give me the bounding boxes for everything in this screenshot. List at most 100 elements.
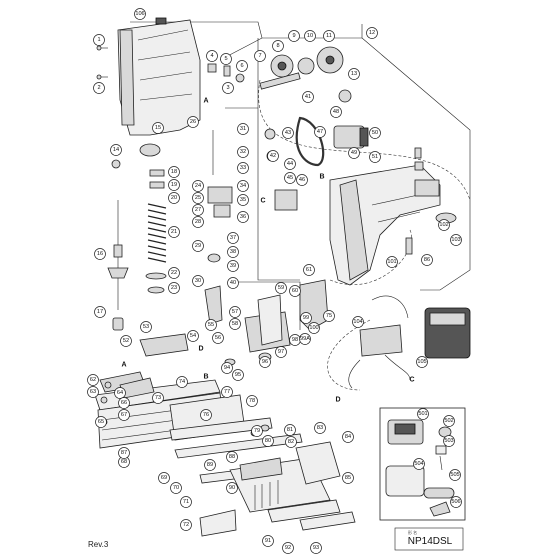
svg-text:58: 58 xyxy=(232,321,238,327)
model-label-box xyxy=(394,527,464,551)
svg-text:15: 15 xyxy=(155,125,161,131)
svg-text:42: 42 xyxy=(270,153,276,159)
callout: 506 xyxy=(450,496,462,508)
callout: 51 xyxy=(369,151,381,163)
callout: 2 xyxy=(93,82,105,94)
callout: 504 xyxy=(413,458,425,470)
svg-text:91: 91 xyxy=(265,538,271,544)
svg-text:27: 27 xyxy=(195,207,201,213)
callout: 79 xyxy=(251,425,263,437)
svg-text:6: 6 xyxy=(240,63,243,69)
callout: 25 xyxy=(192,192,204,204)
callout: 90 xyxy=(226,482,238,494)
callout: 99 xyxy=(300,312,312,324)
svg-text:80: 80 xyxy=(265,438,271,444)
callout: 502 xyxy=(443,415,455,427)
svg-text:92: 92 xyxy=(285,545,291,551)
svg-text:93: 93 xyxy=(313,545,319,551)
callout: 91 xyxy=(262,535,274,547)
callout: 53 xyxy=(140,321,152,333)
svg-text:503: 503 xyxy=(444,438,453,444)
callout: 82 xyxy=(285,436,297,448)
ref-letter-d-2: D xyxy=(335,397,340,404)
svg-text:1: 1 xyxy=(97,37,100,43)
callout: 101 xyxy=(386,256,398,268)
svg-text:501: 501 xyxy=(418,411,427,417)
svg-text:48: 48 xyxy=(333,109,339,115)
revision-label: Rev.3 xyxy=(88,540,109,549)
callout: 62 xyxy=(87,374,99,386)
callout: 94 xyxy=(221,362,233,374)
ref-letter-a-2: A xyxy=(121,362,126,369)
callout: 5 xyxy=(220,53,232,65)
callout: 95 xyxy=(232,369,244,381)
svg-text:106: 106 xyxy=(135,11,144,17)
svg-text:31: 31 xyxy=(240,126,246,132)
callout: 83 xyxy=(314,422,326,434)
svg-text:12: 12 xyxy=(369,30,375,36)
callout: 102 xyxy=(438,219,450,231)
svg-text:50: 50 xyxy=(372,130,378,136)
svg-text:44: 44 xyxy=(287,161,293,167)
callout: 35 xyxy=(237,194,249,206)
svg-text:46: 46 xyxy=(299,177,305,183)
svg-text:105: 105 xyxy=(417,359,426,365)
callout: 105 xyxy=(416,356,428,368)
callout: 58 xyxy=(229,318,241,330)
callout: 3 xyxy=(222,82,234,94)
svg-text:17: 17 xyxy=(97,309,103,315)
accessories-box xyxy=(379,407,466,521)
callout: 501 xyxy=(417,408,429,420)
callout: 57 xyxy=(229,306,241,318)
svg-text:54: 54 xyxy=(190,333,196,339)
ref-letter-a: A xyxy=(203,98,208,105)
svg-text:504: 504 xyxy=(414,461,423,467)
model-number: NP14DSL xyxy=(407,536,453,547)
callout: 30 xyxy=(192,275,204,287)
callout: 68 xyxy=(118,456,130,468)
callout: 16 xyxy=(94,248,106,260)
svg-text:30: 30 xyxy=(195,278,201,284)
part-callouts: 1 2 3 4 5 6 7 8 9 10 11 12 13 14 15 16 1… xyxy=(87,8,462,554)
svg-text:20: 20 xyxy=(171,195,177,201)
callout: 19 xyxy=(168,179,180,191)
callout: 46 xyxy=(296,174,308,186)
svg-text:74: 74 xyxy=(179,379,185,385)
callout: 41 xyxy=(302,91,314,103)
svg-text:28: 28 xyxy=(195,219,201,225)
svg-text:59: 59 xyxy=(278,285,284,291)
feeder-rails xyxy=(169,417,356,537)
callout: 103 xyxy=(450,234,462,246)
callout: 66 xyxy=(118,397,130,409)
svg-text:99: 99 xyxy=(303,315,309,321)
svg-text:37: 37 xyxy=(230,235,236,241)
nose-magazine xyxy=(94,371,246,449)
svg-text:9: 9 xyxy=(292,33,295,39)
ref-letter-b: B xyxy=(319,174,324,181)
svg-text:53: 53 xyxy=(143,324,149,330)
svg-text:25: 25 xyxy=(195,195,201,201)
callout: 7 xyxy=(254,50,266,62)
svg-text:506: 506 xyxy=(451,499,460,505)
svg-text:97: 97 xyxy=(278,349,284,355)
svg-text:73: 73 xyxy=(155,395,161,401)
svg-text:29: 29 xyxy=(195,243,201,249)
svg-text:83: 83 xyxy=(317,425,323,431)
svg-text:67: 67 xyxy=(121,412,127,418)
svg-text:99A: 99A xyxy=(300,336,310,342)
svg-text:102: 102 xyxy=(439,222,448,228)
callout: 27 xyxy=(192,204,204,216)
callout: 106 xyxy=(134,8,146,20)
callout: 4 xyxy=(206,50,218,62)
svg-text:104: 104 xyxy=(353,319,362,325)
callout: 38 xyxy=(227,246,239,258)
svg-text:77: 77 xyxy=(224,389,230,395)
callout: 63 xyxy=(87,386,99,398)
callout: 81 xyxy=(284,424,296,436)
callout: 55 xyxy=(205,319,217,331)
callout: 503 xyxy=(443,435,455,447)
callout: 34 xyxy=(237,180,249,192)
callout: 31 xyxy=(237,123,249,135)
svg-text:94: 94 xyxy=(224,365,230,371)
svg-text:5: 5 xyxy=(224,56,227,62)
